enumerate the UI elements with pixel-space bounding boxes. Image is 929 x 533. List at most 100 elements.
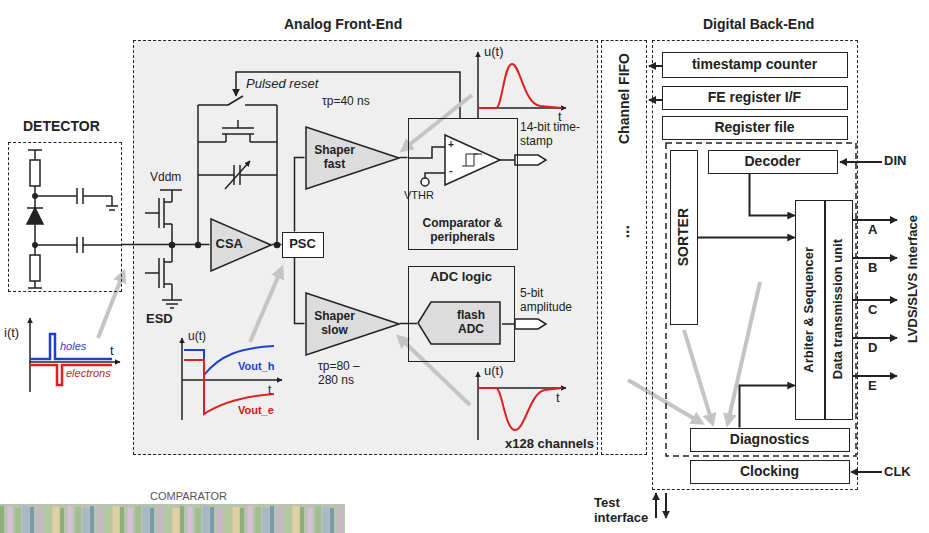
detector-circuit: [83, 244, 122, 246]
back-end-region: Digital Back-Endtimestamp counterFE regi…: [652, 40, 858, 490]
signal-arrow: [840, 161, 882, 163]
comparator-symbol: [500, 159, 515, 161]
time-constant: τp=80 – 280 ns: [318, 360, 376, 388]
chip-layout: [0, 506, 4, 533]
adc-output: [515, 319, 546, 329]
detector-circuit: [76, 188, 78, 204]
node-label: Register file: [714, 119, 794, 135]
output-label: 5-bit amplitude: [520, 287, 594, 315]
supply-name: Vddm: [150, 171, 181, 185]
process-box: PSC: [282, 232, 324, 258]
chip-layout: [105, 508, 111, 533]
front-end-ground: [133, 40, 598, 455]
feedback-network: [240, 174, 277, 176]
text-holder: Diagnostics: [691, 429, 849, 451]
detector-circuit: [35, 244, 77, 246]
axis-label: u(t): [484, 364, 504, 379]
channel-count: x128 channels: [505, 437, 594, 452]
signal-arrow: [853, 219, 897, 221]
chip-layout: [188, 507, 193, 533]
detector-circuit: [109, 209, 115, 211]
chip-layout: [45, 506, 51, 533]
shaper-triangle: [305, 126, 400, 190]
text-holder: CSA: [210, 218, 272, 272]
chip-layout: [30, 507, 34, 533]
detector-circuit: [111, 196, 113, 206]
reset-line: [236, 72, 460, 118]
comparator-block: Comparator & peripherals: [408, 118, 518, 250]
esd-transistors: [162, 299, 182, 301]
feedback-network: [228, 96, 243, 105]
node-label: Comparator & peripherals: [414, 217, 512, 245]
csa-output-plot: [181, 338, 183, 420]
adc-output: [502, 319, 546, 329]
comparator-symbol: [425, 173, 445, 178]
feedback-network: [225, 161, 250, 189]
chip-layout: [143, 507, 150, 533]
region-heading: Digital Back-End: [703, 16, 814, 32]
node-label: Channel FIFO: [616, 53, 632, 144]
feedback-network: [198, 174, 234, 176]
pointer-arrow: [98, 95, 760, 422]
chip-layout: [60, 508, 64, 533]
chip-layout: [278, 507, 283, 533]
detector-circuit: [83, 195, 112, 197]
node-label: Shaper slow: [311, 310, 359, 338]
shaper-triangle: Shaper slow: [305, 292, 400, 356]
feedback-network: [222, 133, 254, 135]
shaper-triangle: [306, 127, 399, 189]
current-plot: [29, 318, 31, 392]
signal-arrow: [853, 375, 897, 377]
node-label: FE register I/F: [708, 89, 801, 105]
signal-arrow: [853, 257, 897, 259]
comparator-symbol: [445, 135, 500, 185]
adc-pentagon: [418, 302, 500, 344]
chip-layout: [323, 507, 330, 533]
node-label: Diagnostics: [730, 431, 809, 447]
signal-wire: [740, 386, 795, 428]
region-heading: Analog Front-End: [284, 16, 402, 32]
node-label: CSA: [216, 237, 243, 252]
chip-layout: [135, 506, 141, 533]
amplifier-triangle: CSA: [210, 218, 272, 272]
detector-circuit: [34, 224, 36, 255]
axis-label: u(t): [484, 45, 504, 60]
chip-layout: [263, 508, 270, 533]
axis-label: t: [110, 344, 114, 359]
layout-caption: COMPARATOR: [150, 490, 227, 503]
chip-layout: [165, 507, 171, 533]
feedback-network: [225, 134, 227, 142]
text-holder: Channel FIFO: [602, 41, 646, 454]
ellipsis-mark: ...: [615, 225, 633, 238]
time-constant: τp=40 ns: [322, 95, 370, 109]
node-label: SORTER: [675, 208, 691, 266]
pointer-arrow: [400, 338, 470, 405]
detector-circuit: [30, 160, 40, 186]
signal-wire: [295, 258, 305, 324]
text-holder: Shaper slow: [305, 292, 400, 356]
detector-circuit: [34, 281, 36, 288]
pointer-arrow: [250, 270, 281, 342]
feedback-network: [245, 104, 277, 106]
chip-layout: [255, 507, 261, 533]
node-label: PSC: [289, 237, 316, 252]
chip-layout: [0, 504, 345, 533]
detector-frame: DETECTOR: [8, 142, 122, 292]
esd-transistors: [160, 189, 182, 191]
pointer-arrow: [404, 95, 472, 149]
chip-layout: [203, 506, 210, 533]
detector-circuit: [27, 150, 122, 288]
inner-region: [666, 143, 856, 456]
chip-layout: [233, 507, 240, 533]
signal-wire: [750, 174, 795, 216]
pointer-arrow: [98, 274, 123, 338]
clock-box: Clocking: [690, 460, 850, 484]
node-label: Decoder: [744, 153, 800, 169]
fifo-column: Channel FIFO: [601, 40, 647, 455]
register-box: FE register I/F: [662, 86, 848, 110]
text-holder: Clocking: [691, 461, 849, 483]
node-label: ADC logic: [430, 270, 492, 285]
signal-wire: [272, 244, 282, 246]
curve-label: Vout_h: [238, 360, 274, 373]
transmitter-box: Data transmission unit: [825, 200, 853, 420]
